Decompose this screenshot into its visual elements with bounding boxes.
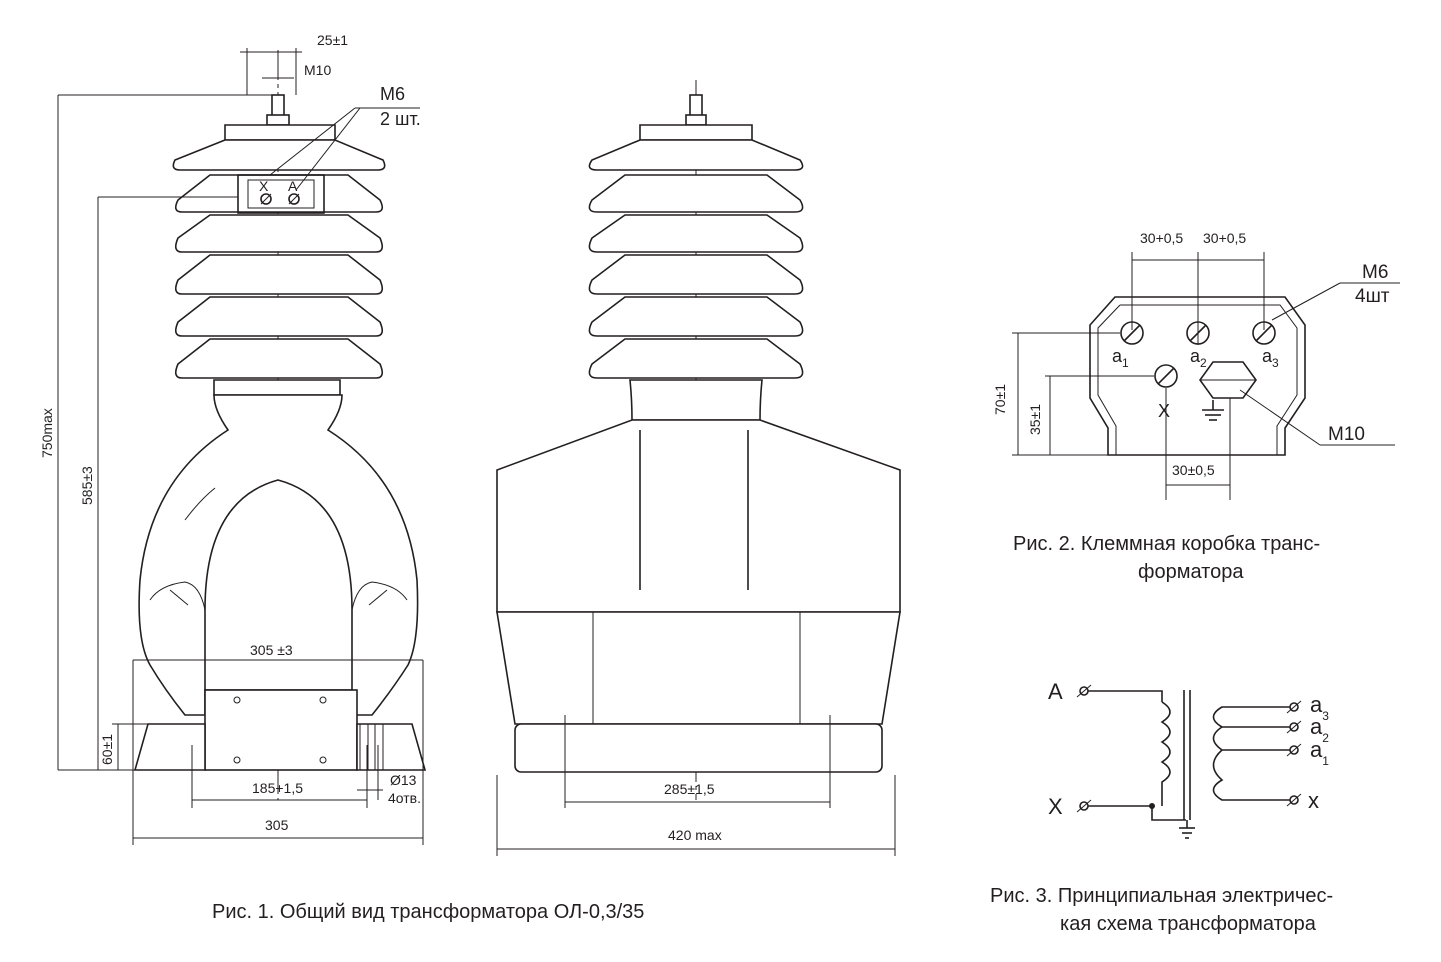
dim-base-width: 305: [265, 817, 289, 833]
dim-thread-m6: M6: [1362, 262, 1388, 283]
dim-height-total: 750max: [39, 408, 55, 458]
dim-terminal-count: 2 шт.: [380, 109, 421, 129]
figure1-front-view: X A: [39, 32, 644, 923]
dim-base-inner: 305 ±3: [250, 642, 293, 658]
dim-height-585: 585±3: [79, 466, 95, 505]
schematic-label-X: X: [1048, 794, 1063, 819]
dim-hole-count: 4отв.: [388, 790, 421, 806]
figure1-side-view: 285±1,5 420 max: [496, 80, 901, 856]
caption-figure2-line2: форматора: [1138, 561, 1244, 583]
dim-pitch-left: 30+0,5: [1140, 230, 1183, 246]
dim-pitch-right: 30+0,5: [1203, 230, 1246, 246]
caption-figure3-line1: Рис. 3. Принципиальная электричес-: [990, 885, 1333, 907]
dim-height-base: 60±1: [99, 734, 115, 765]
dim-height-70: 70±1: [992, 384, 1008, 415]
label-x: X: [1158, 401, 1170, 421]
label-a1: a1: [1112, 346, 1129, 370]
core-torus: [138, 394, 419, 716]
figure2-terminal-box: 30+0,5 30+0,5 M6 4шт M10 70±1 35±1 30±0,…: [992, 230, 1400, 583]
dim-nut-width: 25±1: [317, 32, 348, 48]
dim-holes-pitch: 185+1,5: [252, 780, 303, 796]
schematic-label-x: x: [1308, 788, 1319, 813]
figure1-dimensions: [57, 48, 424, 845]
dim-terminal-thread: M6: [380, 84, 405, 104]
schematic-label-a2: a2: [1310, 714, 1329, 745]
caption-figure2-line1: Рис. 2. Клеммная коробка транс-: [1013, 533, 1320, 555]
caption-figure1: Рис. 1. Общий вид трансформатора ОЛ-0,3/…: [212, 901, 644, 923]
label-a2: a2: [1190, 346, 1207, 370]
dim-side-width: 420 max: [668, 827, 722, 843]
terminal-a1: [1120, 321, 1144, 345]
caption-figure3-line2: кая схема трансформатора: [1060, 913, 1317, 935]
dim-side-holes: 285±1,5: [664, 781, 715, 797]
schematic-label-a3: a3: [1310, 692, 1329, 723]
terminal-a3: [1252, 321, 1276, 345]
terminal-window: [237, 174, 325, 214]
insulator-sheds-side: [588, 139, 804, 379]
dim-hole-dia: Ø13: [390, 772, 417, 788]
insulator-sheds-front: [172, 139, 386, 396]
terminal-x: [1154, 364, 1178, 388]
schematic-label-a1: a1: [1310, 737, 1329, 768]
dim-x-offset: 30±0,5: [1172, 462, 1215, 478]
dim-stud-thread: M10: [304, 62, 331, 78]
dim-ground-stud: M10: [1328, 424, 1365, 445]
dim-height-35: 35±1: [1027, 404, 1043, 435]
schematic-label-A: A: [1048, 679, 1063, 704]
terminal-x-label: X: [259, 178, 269, 194]
terminal-a-label: A: [288, 178, 298, 194]
figure3-schematic: A X a3 a2 a1 x Рис. 3. Принципиальная эл…: [990, 679, 1333, 935]
base-plate: [204, 689, 358, 771]
dim-thread-count: 4шт: [1355, 286, 1390, 307]
ground-icon: [1202, 400, 1224, 421]
label-a3: a3: [1262, 346, 1279, 370]
terminal-a2: [1186, 321, 1210, 345]
